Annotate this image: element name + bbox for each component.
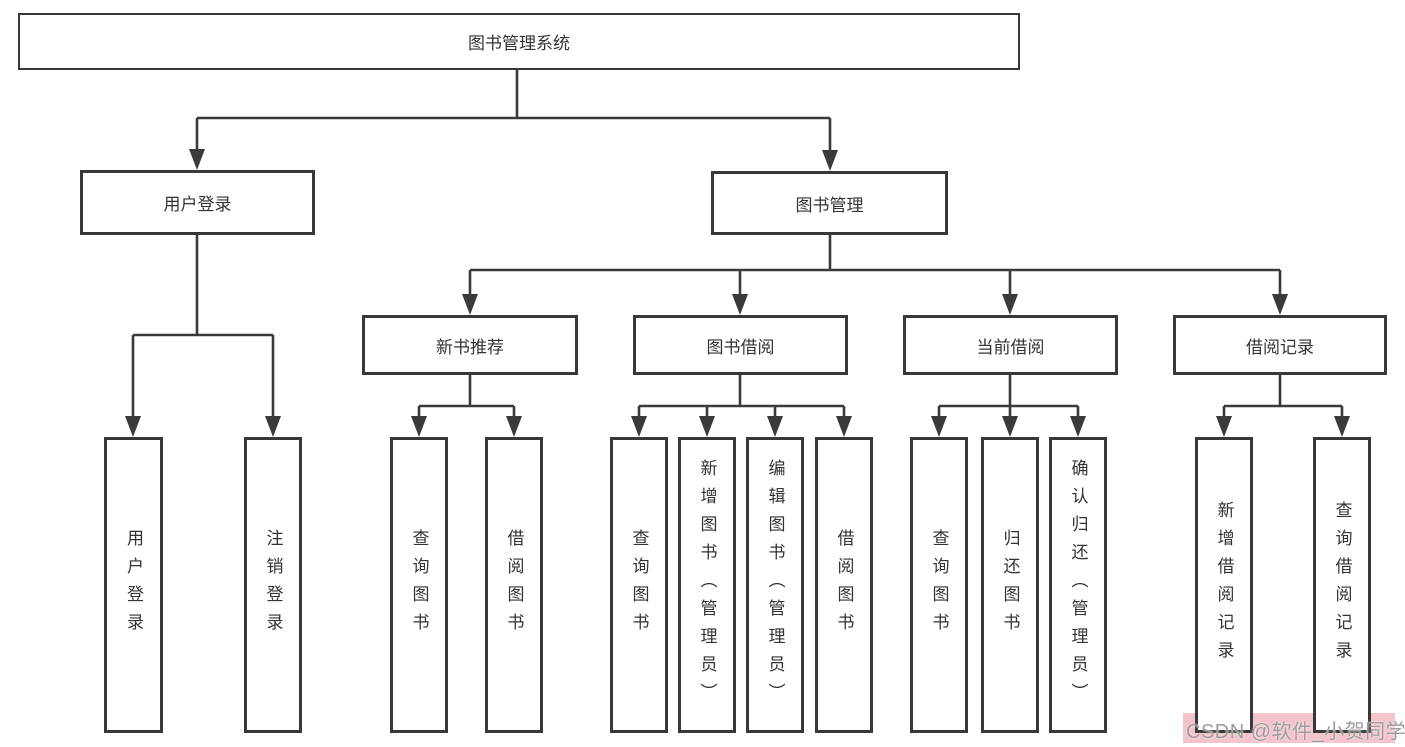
node-label: 新增图书（管理员）	[697, 459, 717, 711]
arrowhead	[1002, 416, 1018, 437]
connector-book-borrow-children	[631, 375, 852, 437]
arrowhead	[767, 416, 783, 437]
arrowhead	[931, 416, 947, 437]
node-label: 图书管理	[795, 195, 864, 215]
arrowhead	[1272, 294, 1288, 315]
node-label: 确认归还（管理员）	[1068, 459, 1088, 711]
node-label: 当前借阅	[976, 337, 1045, 357]
node-user-login: 用户登录	[80, 170, 315, 235]
node-query-books-1: 查询图书	[390, 437, 448, 733]
node-label: 新书推荐	[436, 337, 504, 357]
node-add-borrow-record: 新增借阅记录	[1195, 437, 1253, 733]
connector-root-to-level2	[189, 70, 838, 171]
node-confirm-return-admin: 确认归还（管理员）	[1049, 437, 1107, 733]
arrowhead	[1334, 416, 1350, 437]
node-user-login-action: 用户登录	[104, 437, 163, 733]
arrowhead	[506, 416, 522, 437]
arrowhead	[125, 416, 141, 437]
node-edit-books-admin: 编辑图书（管理员）	[746, 437, 804, 733]
node-borrow-books-1: 借阅图书	[485, 437, 543, 733]
arrowhead	[732, 294, 748, 315]
arrowhead	[1002, 294, 1018, 315]
node-book-management: 图书管理	[711, 171, 948, 235]
node-label: 借阅记录	[1246, 337, 1314, 357]
node-library-management-system: 图书管理系统	[18, 13, 1020, 70]
csdn-watermark: CSDN @软件_小贺同学	[1186, 721, 1405, 743]
node-borrow-records: 借阅记录	[1173, 315, 1387, 375]
arrowhead	[462, 294, 478, 315]
node-label: 注销登录	[263, 529, 283, 641]
connector-book-management-children	[462, 235, 1288, 315]
arrowhead	[1070, 416, 1086, 437]
arrowhead	[265, 416, 281, 437]
arrowhead	[1216, 416, 1232, 437]
node-borrow-books-2: 借阅图书	[815, 437, 873, 733]
node-label: 用户登录	[124, 529, 143, 641]
arrowhead	[189, 149, 205, 170]
node-label: 编辑图书（管理员）	[765, 459, 785, 711]
node-label: 图书借阅	[706, 337, 775, 357]
node-new-book-recommend: 新书推荐	[362, 315, 578, 375]
node-label: 借阅图书	[834, 529, 854, 641]
connector-current-borrow-children	[931, 375, 1086, 437]
node-query-books-3: 查询图书	[910, 437, 968, 733]
node-label: 归还图书	[1000, 529, 1020, 641]
arrowhead	[631, 416, 647, 437]
node-label: 查询借阅记录	[1332, 501, 1352, 669]
node-return-books: 归还图书	[981, 437, 1039, 733]
node-query-books-2: 查询图书	[610, 437, 668, 733]
arrowhead	[411, 416, 427, 437]
node-current-borrow: 当前借阅	[903, 315, 1118, 375]
connector-new-book-recommend-children	[411, 375, 522, 437]
node-label: 借阅图书	[504, 529, 524, 641]
node-label: 查询图书	[629, 529, 649, 641]
node-label: 用户登录	[163, 195, 232, 214]
arrowhead	[699, 416, 715, 437]
node-label: 查询图书	[929, 529, 949, 641]
node-logout-action: 注销登录	[244, 437, 302, 733]
arrowhead	[822, 150, 838, 171]
node-query-borrow-record: 查询借阅记录	[1313, 437, 1371, 733]
node-add-books-admin: 新增图书（管理员）	[678, 437, 736, 733]
node-book-borrow: 图书借阅	[633, 315, 848, 375]
connector-borrow-records-children	[1216, 375, 1350, 437]
node-label: 图书管理系统	[468, 34, 570, 53]
node-label: 新增借阅记录	[1214, 501, 1234, 669]
connector-user-login-children	[125, 235, 281, 437]
arrowhead	[836, 416, 852, 437]
node-label: 查询图书	[409, 529, 429, 641]
